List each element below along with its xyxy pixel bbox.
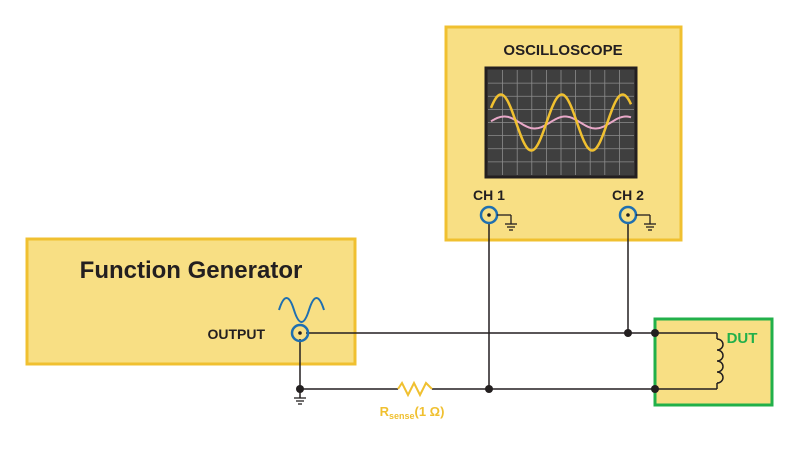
wires xyxy=(299,222,718,398)
function-generator-title: Function Generator xyxy=(80,257,303,284)
junction-dots xyxy=(296,329,659,393)
junction-dot xyxy=(485,385,493,393)
sine-wave-icon xyxy=(278,297,325,323)
ground-icon xyxy=(497,214,517,231)
ch2-label: CH 2 xyxy=(612,187,644,203)
ch1-label: CH 1 xyxy=(473,187,505,203)
resistor-label: Rsense(1 Ω) xyxy=(380,404,445,421)
junction-dot xyxy=(651,385,659,393)
output-label: OUTPUT xyxy=(207,326,265,342)
oscilloscope-title: OSCILLOSCOPE xyxy=(503,42,622,59)
junction-dot xyxy=(624,329,632,337)
resistor-icon xyxy=(397,380,433,398)
ground-icon xyxy=(636,214,656,231)
junction-dot xyxy=(651,329,659,337)
ground-icon xyxy=(294,397,306,405)
ch1-trace xyxy=(489,93,633,152)
output-jack[interactable] xyxy=(290,323,310,343)
bnc-jack-icon xyxy=(290,323,310,343)
junction-dot xyxy=(296,385,304,393)
oscilloscope-screen xyxy=(484,66,638,179)
inductor-icon xyxy=(716,338,724,384)
dut-label: DUT xyxy=(727,330,758,347)
